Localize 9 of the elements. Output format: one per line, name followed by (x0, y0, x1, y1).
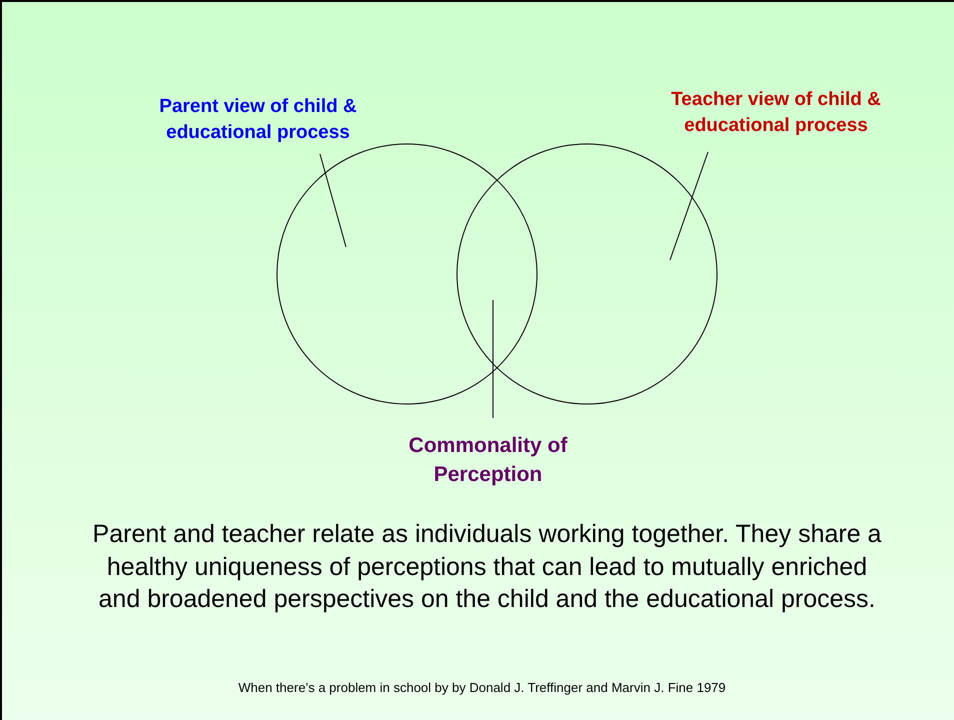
view-label: Teacher view of child & educational process (670, 87, 882, 140)
summary-text: Parent and teacher relate as individuals working together. They share a healthy uniqueness of perceptions that can lead to mutually enriched and broadened perspectives on the child and the educational process. (92, 519, 882, 615)
leader-line (670, 152, 708, 260)
venn-circle (276, 144, 538, 404)
overlap-label: Commonality of Perception (398, 432, 578, 490)
citation-text: When there’s a problem in school by by Donald J. Treffinger and Marvin J. Fine 1979 (237, 680, 727, 696)
leader-line (320, 154, 346, 248)
venn-circle (456, 144, 718, 404)
view-label: Parent view of child & educational process (152, 94, 364, 146)
